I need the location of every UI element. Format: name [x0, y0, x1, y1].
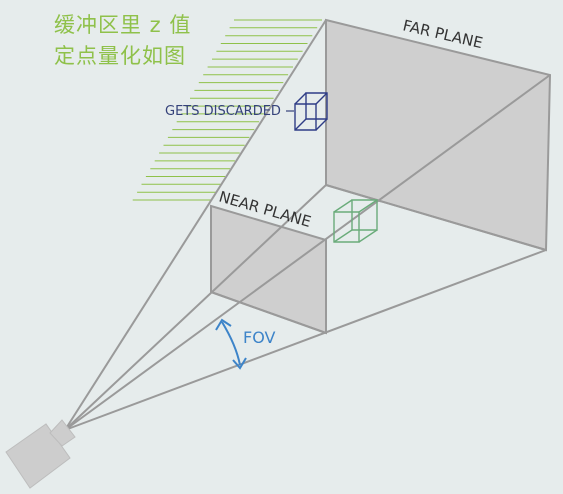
frustum-edges	[64, 19, 551, 431]
caption: 缓冲区里 z 值 定点量化如图	[54, 10, 191, 72]
discarded-cube-icon	[294, 92, 328, 131]
gets-discarded-label: GETS DISCARDED	[165, 104, 281, 119]
fov-label: FOV	[243, 328, 276, 347]
caption-line-1: 缓冲区里 z 值	[54, 13, 192, 37]
kept-cube-icon	[333, 199, 378, 243]
fov-arrow-icon	[215, 318, 247, 370]
caption-line-2: 定点量化如图	[54, 44, 186, 68]
depth-hatching	[132, 19, 322, 201]
camera-icon	[5, 419, 76, 489]
